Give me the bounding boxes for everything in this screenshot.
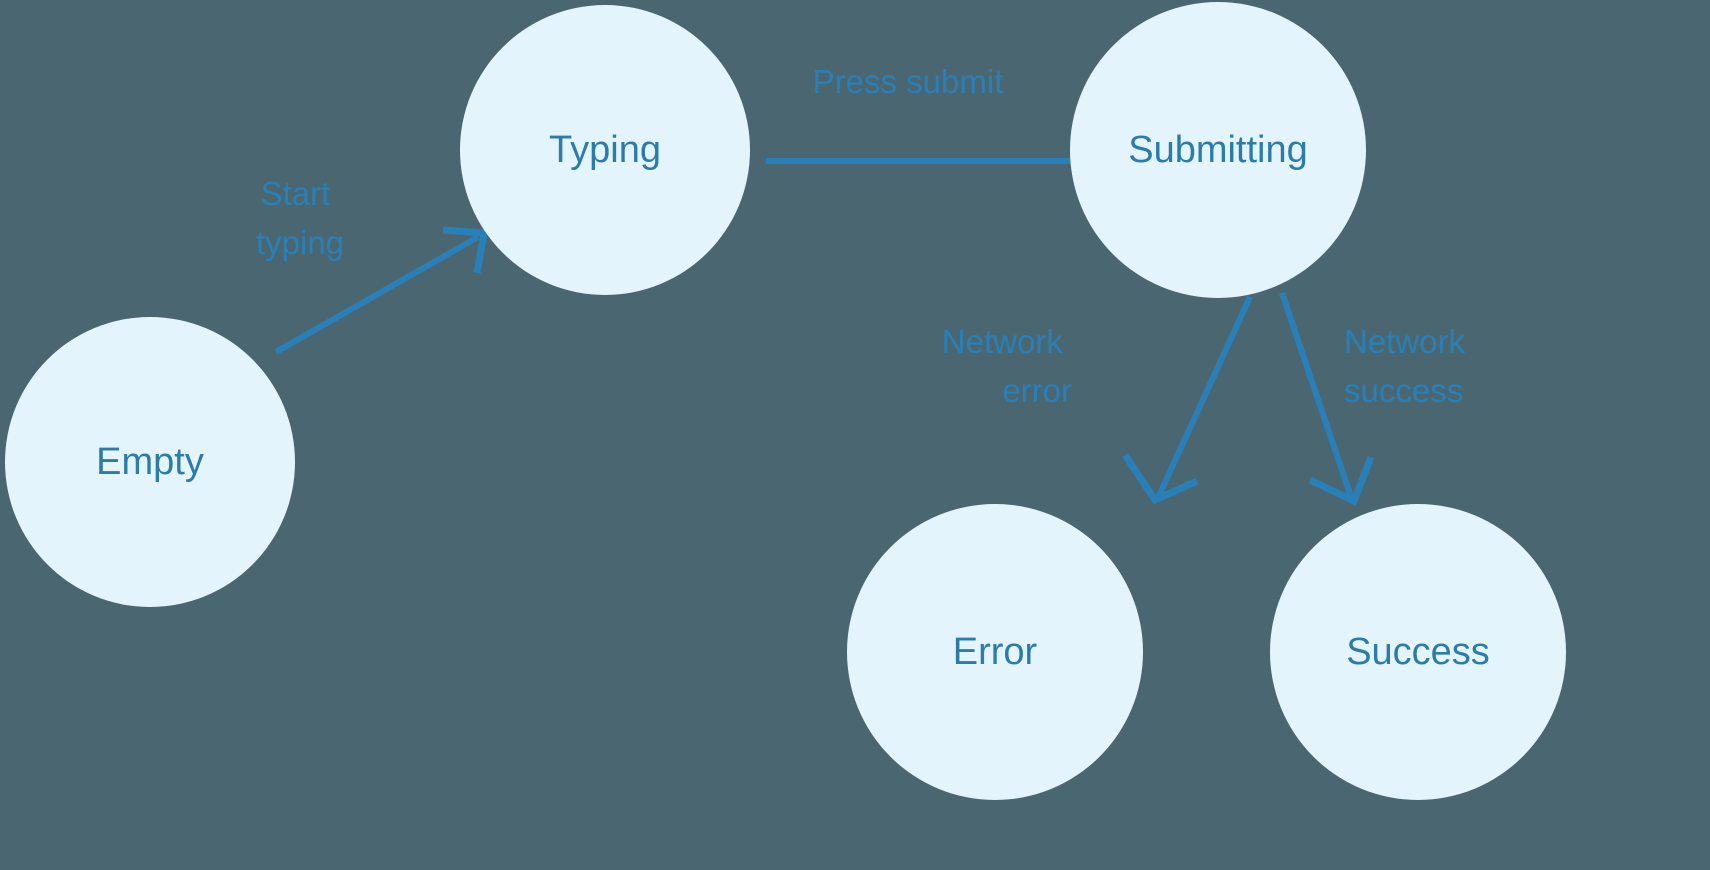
edge-label-line: error [1002, 372, 1072, 409]
arrowhead-empty-to-typing [442, 226, 489, 274]
edge-label-submitting-to-success: Network success [1344, 323, 1474, 409]
node-empty-circle[interactable] [5, 317, 295, 607]
node-submitting[interactable]: Submitting [1070, 2, 1366, 298]
arrowhead-submitting-to-error [1122, 453, 1199, 505]
edge-empty-to-typing: Start typing [256, 175, 489, 355]
arrowhead-submitting-to-success [1308, 455, 1375, 506]
edge-label-submitting-to-error: Network error [942, 323, 1072, 409]
node-error-circle[interactable] [847, 504, 1143, 800]
edge-submitting-to-success: Network success [1279, 292, 1474, 506]
edge-submitting-to-error: Network error [942, 295, 1253, 505]
edge-label-line: Network [942, 323, 1064, 360]
edge-line-submitting-to-error [1154, 295, 1253, 502]
node-success[interactable]: Success [1270, 504, 1566, 800]
edge-label-line: success [1344, 372, 1463, 409]
node-error[interactable]: Error [847, 504, 1143, 800]
edge-label-typing-to-submitting: Press submit [813, 63, 1004, 100]
node-empty[interactable]: Empty [5, 317, 295, 607]
node-success-label: Success [1346, 631, 1490, 673]
node-typing-label: Typing [549, 129, 661, 171]
node-typing[interactable]: Typing [460, 5, 750, 295]
edge-label-line: Start [261, 175, 331, 212]
edge-label-line: typing [256, 224, 344, 261]
edge-line-empty-to-typing [274, 234, 480, 355]
node-empty-label: Empty [96, 441, 204, 483]
node-error-label: Error [953, 631, 1038, 673]
edge-line-submitting-to-success [1279, 292, 1355, 501]
edge-label-empty-to-typing: Start typing [256, 175, 344, 261]
node-submitting-circle[interactable] [1070, 2, 1366, 298]
edge-typing-to-submitting: Press submit [766, 63, 1134, 201]
node-success-circle[interactable] [1270, 504, 1566, 800]
edge-label-line: Network [1344, 323, 1466, 360]
edge-label-line: Press submit [813, 63, 1004, 100]
node-typing-circle[interactable] [460, 5, 750, 295]
node-submitting-label: Submitting [1128, 129, 1308, 171]
